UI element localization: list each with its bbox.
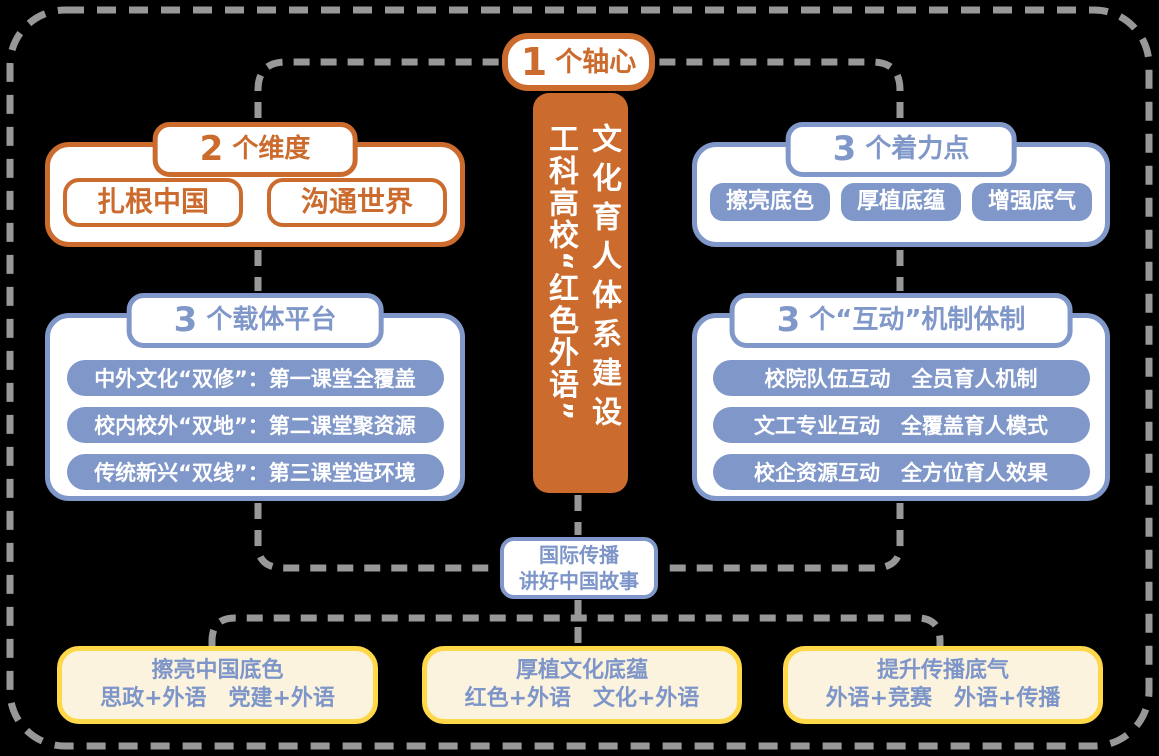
communication-line1: 国际传播 [539,543,619,567]
mechanisms-tab: 3 个“互动”机制体制 [729,293,1073,348]
hub-axis-pill: 1 个轴心 [502,33,655,91]
mechanisms-title: 个“互动”机制体制 [809,305,1026,335]
platforms-panel: 3 个载体平台 中外文化“双修”：第一课堂全覆盖 校内校外“双地”：第二课堂聚资… [45,293,465,501]
platform-bar: 校内校外“双地”：第二课堂聚资源 [66,407,444,443]
platforms-items: 中外文化“双修”：第一课堂全覆盖 校内校外“双地”：第二课堂聚资源 传统新兴“双… [50,360,460,490]
dimensions-tab: 2 个维度 [152,122,358,177]
platforms-title: 个载体平台 [206,305,337,335]
mechanism-bar: 校企资源互动 全方位育人效果 [712,454,1090,490]
focus-number: 3 [832,129,857,169]
dimension-pill: 沟通世界 [267,178,448,227]
focus-items: 擦亮底色 厚植底蕴 增强底气 [697,183,1105,222]
focus-pill: 增强底气 [972,183,1093,222]
focus-pill: 擦亮底色 [709,183,830,222]
outcome-formula: 红色+外语 文化+外语 [464,686,700,711]
platform-bar: 传统新兴“双线”：第三课堂造环境 [66,454,444,490]
mechanism-bar: 校院队伍互动 全员育人机制 [712,360,1090,396]
core-text-right-column: 文化育人体系建设 [586,123,621,435]
outcome-box-culture: 厚植文化底蕴 红色+外语 文化+外语 [422,646,742,724]
outer-dashed-frame [6,6,1153,750]
mechanisms-number: 3 [776,300,801,340]
outcome-title: 擦亮中国底色 [151,657,284,683]
hub-label: 个轴心 [555,46,637,78]
focus-tab: 3 个着力点 [785,122,1017,177]
connector-mechanisms-to-communication [660,503,904,572]
platforms-number: 3 [173,300,198,340]
connector-hub-to-focus [656,58,904,118]
dimensions-panel: 2 个维度 扎根中国 沟通世界 [45,122,465,247]
core-text-left-column: 工科高校“红色外语” [543,123,578,423]
outcome-box-china: 擦亮中国底色 思政+外语 党建+外语 [57,646,378,724]
platforms-tab: 3 个载体平台 [126,293,384,348]
core-theme-box: 工科高校“红色外语” 文化育人体系建设 [533,93,628,493]
connector-outcomes-branch [208,614,944,646]
connector-platforms-to-communication [254,503,498,572]
mechanisms-panel: 3 个“互动”机制体制 校院队伍互动 全员育人机制 文工专业互动 全覆盖育人模式… [692,293,1110,501]
dimension-pill: 扎根中国 [62,178,243,227]
connector-hub-to-dimensions [254,58,504,118]
dimensions-number: 2 [199,129,224,169]
platform-bar: 中外文化“双修”：第一课堂全覆盖 [66,360,444,396]
communication-line2: 讲好中国故事 [519,569,639,593]
outcome-title: 提升传播底气 [876,657,1009,683]
core-vertical-text: 工科高校“红色外语” 文化育人体系建设 [539,123,625,435]
dimensions-title: 个维度 [232,134,311,164]
hub-number: 1 [520,40,548,84]
focus-title: 个着力点 [865,134,970,164]
dimensions-items: 扎根中国 沟通世界 [50,178,460,227]
outcome-title: 厚植文化底蕴 [515,657,648,683]
outcome-formula: 思政+外语 党建+外语 [100,686,335,711]
outcome-box-communication: 提升传播底气 外语+竞赛 外语+传播 [783,646,1103,724]
mechanisms-items: 校院队伍互动 全员育人机制 文工专业互动 全覆盖育人模式 校企资源互动 全方位育… [697,360,1105,490]
focus-pill: 厚植底蕴 [840,183,961,222]
communication-box: 国际传播 讲好中国故事 [500,537,658,599]
outcome-formula: 外语+竞赛 外语+传播 [825,686,1061,711]
mechanism-bar: 文工专业互动 全覆盖育人模式 [712,407,1090,443]
focus-panel: 3 个着力点 擦亮底色 厚植底蕴 增强底气 [692,122,1110,247]
